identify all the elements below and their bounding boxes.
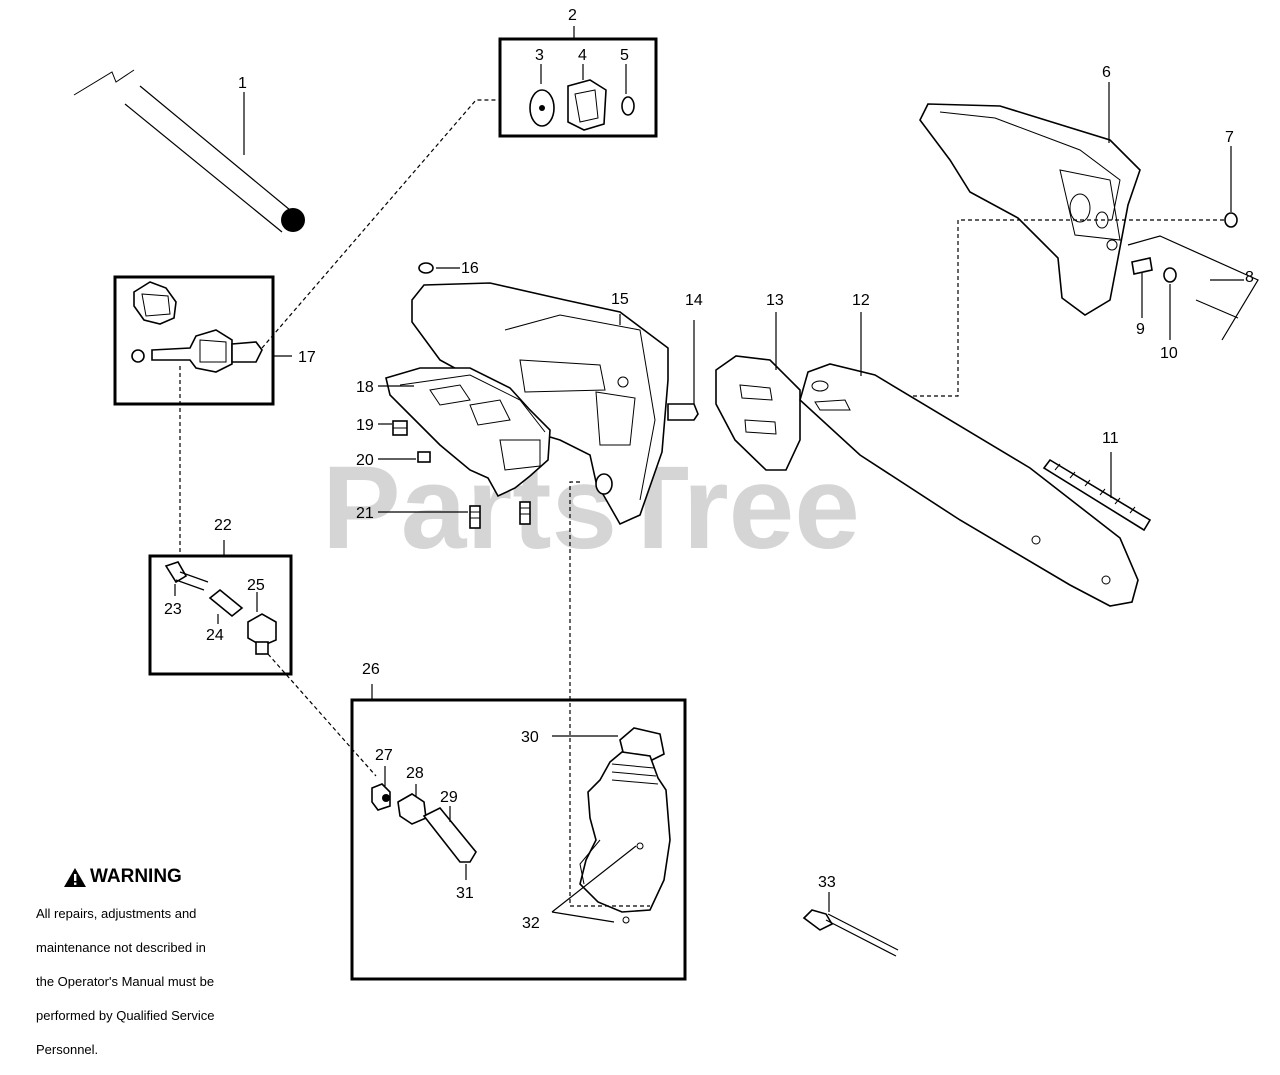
part-6-guard bbox=[919, 82, 1141, 316]
callout-29: 29 bbox=[440, 789, 458, 806]
callout-30: 30 bbox=[521, 729, 539, 746]
callout-23: 23 bbox=[164, 601, 182, 618]
callout-22: 22 bbox=[214, 517, 232, 534]
part-33-wrench bbox=[802, 892, 899, 957]
callout-17: 17 bbox=[298, 349, 316, 366]
part-11-chain bbox=[1042, 452, 1152, 532]
callout-28: 28 bbox=[406, 765, 424, 782]
warning-line: maintenance not described in bbox=[36, 940, 206, 955]
callout-9: 9 bbox=[1136, 321, 1145, 338]
part-18-chassis bbox=[378, 367, 551, 498]
part-5-clip bbox=[621, 64, 635, 116]
part-12-guide-bar bbox=[799, 312, 1139, 607]
part-16-nut bbox=[418, 262, 460, 274]
callout-15: 15 bbox=[611, 291, 629, 308]
part-28-filter bbox=[397, 784, 427, 825]
callout-31: 31 bbox=[456, 885, 474, 902]
warning-triangle-icon bbox=[64, 868, 86, 887]
warning-notice: WARNING All repairs, adjustments and mai… bbox=[36, 866, 266, 1075]
callout-13: 13 bbox=[766, 292, 784, 309]
part-24-sleeve bbox=[208, 588, 244, 624]
part-3-washer bbox=[529, 64, 555, 127]
callout-21: 21 bbox=[356, 505, 374, 522]
callout-32: 32 bbox=[522, 915, 540, 932]
part-32-screws bbox=[551, 845, 637, 923]
warning-line: All repairs, adjustments and bbox=[36, 906, 197, 921]
callout-2: 2 bbox=[568, 7, 577, 24]
part-4-sprocket bbox=[567, 64, 607, 131]
callout-1: 1 bbox=[238, 75, 247, 92]
callout-11: 11 bbox=[1102, 430, 1119, 447]
part-17-gears bbox=[131, 281, 263, 373]
callout-27: 27 bbox=[375, 747, 393, 764]
callout-10: 10 bbox=[1160, 345, 1178, 362]
box-22-drive-kit bbox=[148, 554, 293, 676]
callout-16: 16 bbox=[461, 260, 479, 277]
callout-33: 33 bbox=[818, 874, 836, 891]
part-7-nut bbox=[1224, 146, 1238, 228]
callout-12: 12 bbox=[852, 292, 870, 309]
warning-title: WARNING bbox=[90, 866, 182, 887]
warning-line: Personnel. bbox=[36, 1042, 99, 1057]
callout-6: 6 bbox=[1102, 64, 1111, 81]
part-25-coupler bbox=[247, 592, 277, 655]
callout-19: 19 bbox=[356, 417, 374, 434]
callout-24: 24 bbox=[206, 627, 224, 644]
part-1-shaft-tube bbox=[73, 69, 305, 233]
part-10-washer bbox=[1163, 267, 1177, 340]
warning-line: performed by Qualified Service bbox=[36, 1008, 215, 1023]
callout-4: 4 bbox=[578, 47, 587, 64]
part-20-pin bbox=[378, 451, 431, 463]
callout-26: 26 bbox=[362, 661, 380, 678]
warning-line: the Operator's Manual must be bbox=[36, 974, 215, 989]
callout-25: 25 bbox=[247, 577, 265, 594]
callout-7: 7 bbox=[1225, 129, 1234, 146]
part-9-plate bbox=[1131, 257, 1153, 318]
callout-18: 18 bbox=[356, 379, 374, 396]
callout-8: 8 bbox=[1245, 269, 1254, 286]
part-29-hose bbox=[422, 806, 477, 880]
parts-diagram: PartsTree TM bbox=[73, 7, 1259, 981]
part-21-screws bbox=[378, 501, 531, 529]
part-27-fitting bbox=[371, 766, 391, 811]
box-26-oil-kit bbox=[350, 698, 687, 981]
box-17-gear-assembly bbox=[113, 275, 275, 406]
part-23-shaft bbox=[164, 561, 209, 596]
part-19-spring bbox=[378, 420, 408, 436]
callout-14: 14 bbox=[685, 292, 703, 309]
part-26-oil-tank bbox=[579, 751, 671, 924]
callout-5: 5 bbox=[620, 47, 629, 64]
warning-text: All repairs, adjustments and maintenance… bbox=[36, 888, 266, 1075]
part-13-guide-plate bbox=[715, 312, 801, 471]
callout-3: 3 bbox=[535, 47, 544, 64]
box-2-sprocket-kit bbox=[498, 37, 658, 138]
callout-20: 20 bbox=[356, 452, 374, 469]
